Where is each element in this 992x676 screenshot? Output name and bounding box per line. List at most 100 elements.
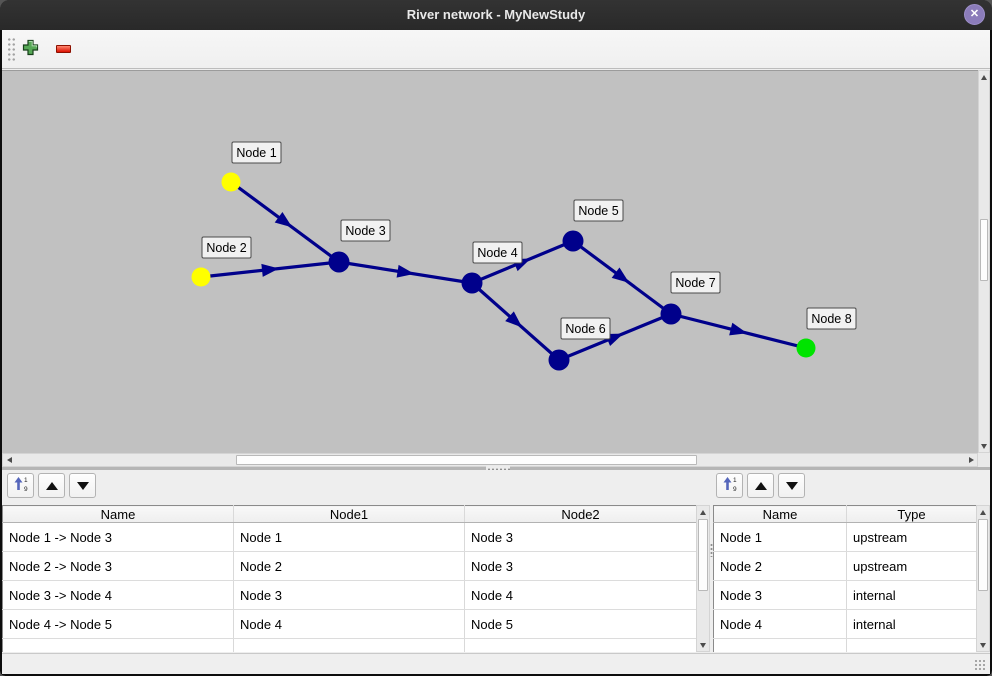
table-cell[interactable]: Node 5 (464, 609, 696, 639)
svg-text:1: 1 (24, 477, 28, 484)
branches-table-scrollbar[interactable] (696, 505, 710, 652)
scrollbar-corner (978, 453, 990, 467)
canvas-horizontal-scrollbar[interactable] (2, 453, 978, 467)
scroll-down-button[interactable] (697, 639, 709, 651)
table-cell[interactable]: Node 3 -> Node 4 (3, 580, 234, 610)
scroll-thumb[interactable] (978, 519, 988, 591)
table-cell[interactable]: Node 1 (233, 522, 465, 552)
horizontal-scroll-thumb[interactable] (236, 455, 697, 465)
network-node[interactable] (461, 272, 483, 294)
table-cell[interactable]: Node 4 (233, 609, 465, 639)
scroll-thumb[interactable] (698, 519, 708, 591)
network-svg: Node 1 Node 2 Node 3 Node 4 Node 5 Node 6 Node… (191, 141, 857, 371)
network-node[interactable] (191, 267, 211, 287)
column-header[interactable]: Name (714, 506, 847, 523)
remove-button[interactable] (50, 36, 76, 62)
table-cell[interactable]: Node 3 (233, 580, 465, 610)
edge-arrow-icon (396, 264, 415, 278)
column-header[interactable]: Name (3, 506, 234, 523)
table-cell[interactable]: Node 4 (464, 580, 696, 610)
network-node[interactable] (796, 338, 816, 358)
add-button[interactable] (17, 36, 43, 62)
table-cell[interactable]: Node 4 -> Node 5 (3, 609, 234, 639)
table-row (714, 638, 976, 652)
table-cell[interactable]: Node 3 (464, 522, 696, 552)
branches-move-up-button[interactable] (38, 473, 65, 498)
branches-move-down-button[interactable] (69, 473, 96, 498)
table-cell[interactable]: Node 2 (233, 551, 465, 581)
close-button[interactable]: ✕ (964, 4, 985, 25)
table-cell[interactable]: Node 3 (464, 551, 696, 581)
scroll-up-button[interactable] (977, 506, 989, 518)
titlebar[interactable]: River network - MyNewStudy ✕ (0, 0, 992, 30)
nodes-move-down-button[interactable] (778, 473, 805, 498)
node-label[interactable]: Node 7 (670, 271, 721, 294)
nodes-table-scrollbar[interactable] (976, 505, 990, 652)
vertical-splitter-handle[interactable] (709, 543, 714, 557)
toolbar-grip-handle[interactable] (7, 37, 16, 63)
node-label[interactable]: Node 1 (231, 141, 282, 164)
scroll-down-button[interactable] (979, 440, 989, 452)
canvas-vertical-scrollbar[interactable] (978, 70, 990, 453)
node-label[interactable]: Node 3 (340, 219, 391, 242)
node-label[interactable]: Node 2 (201, 236, 252, 259)
table-cell[interactable]: Node 2 (714, 551, 847, 581)
resize-grip-icon[interactable] (974, 659, 985, 670)
svg-text:Node 7: Node 7 (675, 276, 715, 290)
network-node[interactable] (328, 251, 350, 273)
network-node[interactable] (562, 230, 584, 252)
nodes-sort-button[interactable]: 1 9 (716, 473, 743, 498)
node-label[interactable]: Node 8 (806, 307, 857, 330)
network-node[interactable] (221, 172, 241, 192)
table-cell[interactable]: Node 1 (714, 522, 847, 552)
network-graph-area[interactable]: Node 1 Node 2 Node 3 Node 4 Node 5 Node 6 Node… (2, 70, 978, 453)
table-cell[interactable]: internal (846, 609, 976, 639)
scroll-up-button[interactable] (697, 506, 709, 518)
edge-arrow-icon (274, 212, 293, 228)
triangle-up-icon (980, 509, 986, 515)
statusbar (2, 653, 990, 674)
svg-text:Node 3: Node 3 (345, 224, 385, 238)
table-cell[interactable]: upstream (846, 551, 976, 581)
branches-sort-button[interactable]: 1 9 (7, 473, 34, 498)
table-cell[interactable]: upstream (846, 522, 976, 552)
table-cell[interactable]: internal (846, 580, 976, 610)
node-label[interactable]: Node 4 (472, 241, 523, 264)
svg-text:1: 1 (733, 477, 737, 484)
network-node[interactable] (548, 349, 570, 371)
column-header[interactable]: Node2 (464, 506, 696, 523)
scroll-left-button[interactable] (3, 454, 15, 466)
table-cell[interactable]: Node 2 -> Node 3 (3, 551, 234, 581)
scroll-right-button[interactable] (965, 454, 977, 466)
table-cell[interactable]: Node 1 -> Node 3 (3, 522, 234, 552)
table-cell[interactable]: Node 4 (714, 609, 847, 639)
vertical-scroll-thumb[interactable] (980, 219, 988, 281)
splitter-handle-icon[interactable] (486, 466, 510, 471)
toolbar (2, 30, 990, 69)
node-label[interactable]: Node 6 (560, 317, 611, 340)
nodes-move-up-button[interactable] (747, 473, 774, 498)
scroll-down-button[interactable] (977, 639, 989, 651)
horizontal-splitter[interactable] (2, 466, 990, 471)
close-icon: ✕ (969, 8, 980, 20)
column-header[interactable]: Type (846, 506, 976, 523)
node-label[interactable]: Node 5 (573, 199, 624, 222)
table-cell[interactable]: Node 3 (714, 580, 847, 610)
column-header[interactable]: Node1 (233, 506, 465, 523)
svg-text:Node 6: Node 6 (565, 322, 605, 336)
triangle-right-icon (968, 457, 974, 463)
scroll-up-button[interactable] (979, 71, 989, 83)
network-node[interactable] (660, 303, 682, 325)
